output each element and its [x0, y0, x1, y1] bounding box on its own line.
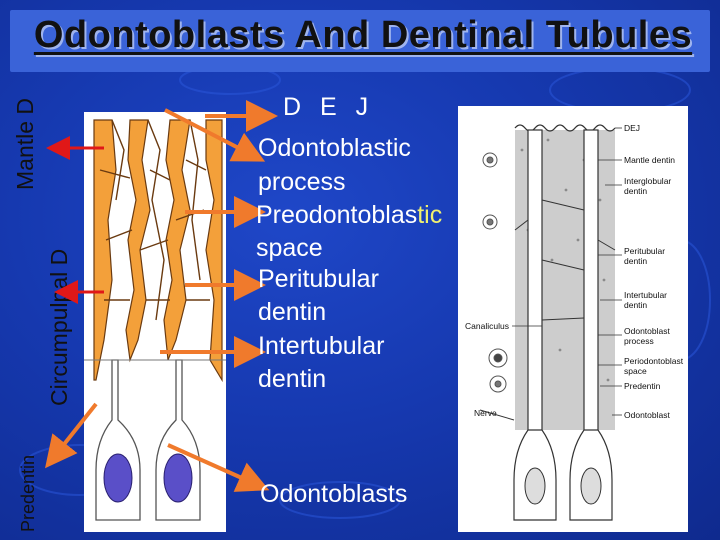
fig-label-interglobular-1: Interglobular: [624, 176, 671, 186]
red-arrows: [46, 136, 104, 304]
fig-label-canaliculus: Canaliculus: [465, 321, 509, 331]
tubule-branches: [99, 119, 210, 321]
fig-label-intertubular-2: dentin: [624, 300, 647, 310]
label-dej: D E J: [283, 93, 375, 121]
arrow-predentin: [45, 402, 98, 469]
cross-sections: [482, 152, 508, 393]
nerve-fiber: [479, 409, 515, 421]
label-preodontoblastic-1: Preodontoblastic: [256, 200, 442, 231]
fig-label-predentin: Predentin: [624, 381, 661, 391]
leader-lines: [512, 127, 622, 416]
fig-label-periodontoblast-1: Periodontoblast: [624, 356, 684, 366]
histology-nucleus-right: [580, 467, 602, 505]
label-peritubular-2: dentin: [258, 298, 327, 326]
histology-nucleus-left: [524, 467, 546, 505]
preodontoblastic-tail: tic: [417, 201, 443, 229]
label-odontoblasts: Odontoblasts: [260, 480, 408, 508]
arrow-odontoblastic-process: [164, 108, 266, 162]
nucleus-left: [103, 453, 133, 503]
fig-label-odontoblast-process-2: process: [624, 336, 654, 346]
nucleus-right: [163, 453, 193, 503]
dentin-blocks: [93, 119, 223, 383]
label-peritubular-1: Peritubular: [258, 265, 379, 293]
label-intertubular-2: dentin: [258, 365, 327, 393]
arrow-odontoblasts: [167, 443, 270, 492]
fig-label-odontoblast: Odontoblast: [624, 410, 670, 420]
fig-label-dej: DEJ: [624, 123, 640, 133]
orange-arrows: [45, 100, 278, 492]
label-preodontoblastic-2: space: [256, 234, 323, 262]
fig-label-periodontoblast-2: space: [624, 366, 647, 376]
title-bar: [10, 10, 710, 72]
slide-title: Odontoblasts And Dentinal Tubules: [33, 14, 693, 56]
preodontoblastic-head: Preodontoblas: [256, 201, 418, 229]
fig-label-interglobular-2: dentin: [624, 186, 647, 196]
fig-label-intertubular-1: Intertubular: [624, 290, 667, 300]
fig-label-mantle: Mantle dentin: [624, 155, 675, 165]
fig-label-peritubular-1: Peritubular: [624, 246, 665, 256]
fig-label-odontoblast-process-1: Odontoblast: [624, 326, 670, 336]
fig-label-nerve: Nerve: [474, 408, 497, 418]
label-odontoblastic-process-2: process: [258, 168, 346, 196]
fig-label-peritubular-2: dentin: [624, 256, 647, 266]
canaliculi: [514, 199, 616, 321]
label-odontoblastic-process-1: Odontoblastic: [258, 134, 411, 162]
label-intertubular-1: Intertubular: [258, 332, 385, 360]
